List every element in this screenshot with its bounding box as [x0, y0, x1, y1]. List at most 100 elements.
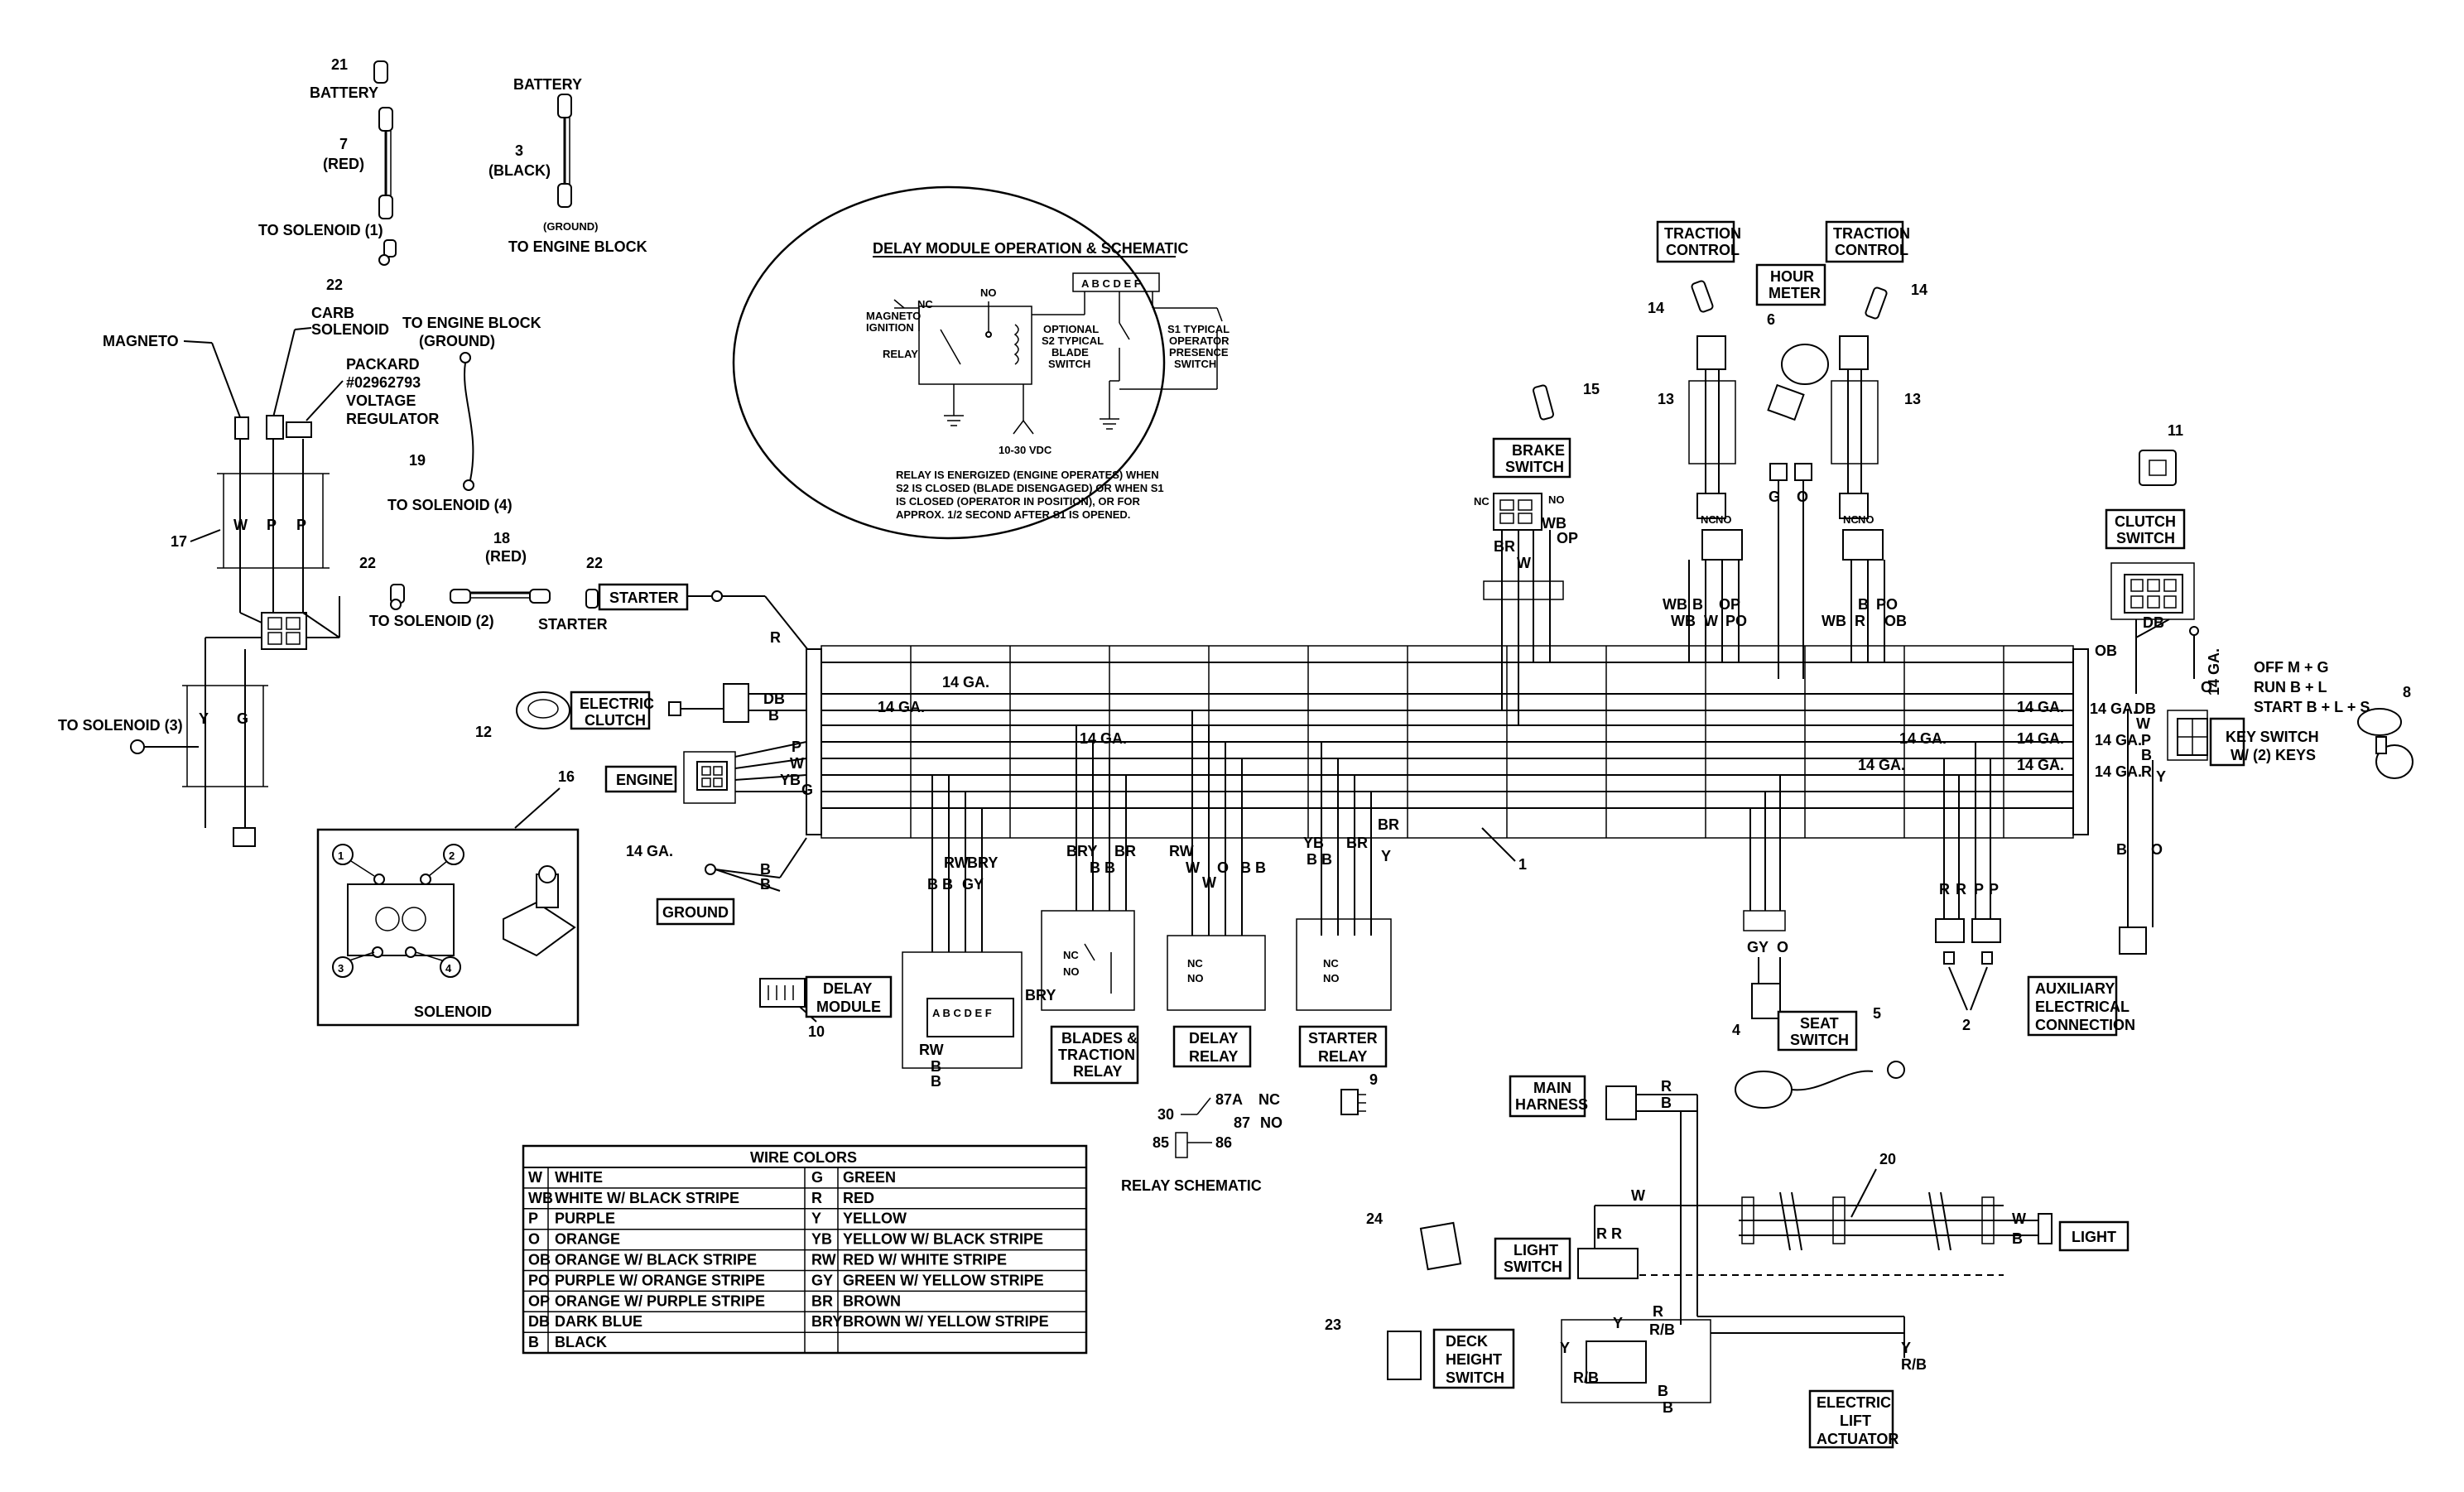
- terminal-number: 4: [445, 962, 452, 975]
- aux-label: CONNECTION: [2035, 1017, 2135, 1033]
- seat-switch-connector: [1751, 983, 1781, 1019]
- battery-cable-group: 21 BATTERY 7 (RED) TO SOLENOID (1) 22 BA…: [258, 56, 647, 293]
- wire-label: W: [1202, 874, 1216, 891]
- wire-label: B: [1661, 1095, 1672, 1111]
- brake-switch-box: [1492, 437, 1571, 479]
- gauge-label: 14 GA.: [626, 843, 673, 859]
- regulator-label: VOLTAGE: [346, 392, 416, 409]
- clutch-switch-label: CLUTCH: [2115, 513, 2176, 530]
- color-code: WB: [528, 1190, 553, 1206]
- gauge-label: 14 GA.: [942, 674, 989, 691]
- wire-label: DB: [2143, 614, 2164, 631]
- item-number: 22: [326, 277, 343, 293]
- aux-connector: [2119, 926, 2147, 955]
- wire-label: P: [1974, 881, 1984, 898]
- wire-label: R: [1855, 613, 1865, 629]
- main-harness-box: [1509, 1075, 1586, 1118]
- wire-label: R R: [1596, 1225, 1622, 1242]
- light-box: [2058, 1220, 2130, 1252]
- wire-label: B: [931, 1058, 941, 1075]
- light-label: LIGHT: [2072, 1229, 2116, 1245]
- wire-label: B: [1858, 596, 1869, 613]
- key-position-label: RUN B + L: [2254, 679, 2327, 695]
- light-switch-label: LIGHT: [1514, 1242, 1558, 1259]
- wire-label: Y: [1901, 1340, 1911, 1356]
- deck-switch-label: SWITCH: [1446, 1369, 1504, 1386]
- carb-label: CARB: [311, 305, 354, 321]
- seat-switch-label: SEAT: [1800, 1015, 1839, 1032]
- relay-label: TRACTION: [1058, 1047, 1135, 1063]
- wire-label: DB: [763, 691, 785, 707]
- wire-label: Y: [1560, 1340, 1570, 1356]
- wire-label: WB: [1671, 613, 1696, 629]
- regulator-label: REGULATOR: [346, 411, 439, 427]
- pin-number: 86: [1215, 1134, 1232, 1151]
- item-number: 20: [1879, 1151, 1896, 1167]
- key-switch-label: W/ (2) KEYS: [2231, 747, 2316, 763]
- pin-number: 30: [1157, 1106, 1174, 1123]
- hour-meter: [1781, 344, 1829, 385]
- electric-clutch: [516, 691, 570, 729]
- wire-label: GY: [962, 876, 984, 893]
- blades-relay-label-box: [1050, 1025, 1139, 1085]
- color-code: DB: [528, 1313, 550, 1330]
- wire-label: WB: [1542, 515, 1566, 532]
- relay-label: BLADES &: [1061, 1030, 1138, 1047]
- wire-label: Y: [1613, 1315, 1623, 1331]
- panel-title: DELAY MODULE OPERATION & SCHEMATIC: [873, 240, 1188, 257]
- gauge-label: 14 GA.: [2017, 730, 2064, 747]
- wire-label: B B: [1240, 859, 1266, 876]
- wire-label: B: [1692, 596, 1703, 613]
- key-switch-label: KEY SWITCH: [2226, 729, 2319, 745]
- relay-pin-label: NC: [1323, 957, 1339, 970]
- magneto-connector: [234, 416, 249, 440]
- delay-module-connector: [926, 998, 1014, 1037]
- color-code: RW: [811, 1252, 836, 1268]
- wire-label: G: [1769, 489, 1780, 505]
- wire-label: R: [2141, 763, 2152, 780]
- relay-label: RELAY: [1189, 1048, 1238, 1065]
- gauge-label: 14 GA.: [2017, 699, 2064, 715]
- wire-label: B B: [927, 876, 953, 893]
- wire-label: B: [760, 876, 771, 893]
- color-name: ORANGE W/ BLACK STRIPE: [555, 1252, 757, 1268]
- wire-label: W: [1186, 859, 1200, 876]
- delay-relay-label-box: [1172, 1025, 1252, 1068]
- switch-pin-label: NO: [1716, 513, 1732, 526]
- pin-label: NC: [1258, 1091, 1280, 1108]
- wire-label: B: [768, 707, 779, 724]
- relay-label: DELAY: [1189, 1030, 1238, 1047]
- color-name: YELLOW W/ BLACK STRIPE: [843, 1231, 1043, 1248]
- gauge-label: 14 GA.: [1858, 757, 1905, 773]
- cable-color-label: (RED): [323, 156, 364, 172]
- battery-label: BATTERY: [310, 84, 378, 101]
- color-code: BR: [811, 1292, 833, 1309]
- engine-connector-group: MAGNETO CARB SOLENOID PACKARD #02962793 …: [58, 305, 541, 847]
- color-code: R: [811, 1190, 822, 1206]
- relay-pin-label: NO: [1323, 972, 1340, 984]
- terminal-boot: [373, 60, 388, 84]
- item-number: 9: [1369, 1071, 1378, 1088]
- color-code: GY: [811, 1272, 833, 1288]
- wire-label: YB: [1303, 835, 1324, 851]
- seat-switch-label: SWITCH: [1790, 1032, 1849, 1048]
- relay-label: RELAY: [1318, 1048, 1367, 1065]
- starter-cable-group: 22 TO SOLENOID (2) 18 (RED) 22 STARTER S…: [359, 530, 819, 663]
- cable-end: [557, 94, 572, 118]
- color-name: GREEN: [843, 1169, 896, 1186]
- light-connector: [2038, 1213, 2053, 1244]
- item-number: 10: [808, 1023, 825, 1040]
- panel-note: APPROX. 1/2 SECOND AFTER S1 IS OPENED.: [896, 508, 1130, 521]
- color-name: BROWN W/ YELLOW STRIPE: [843, 1313, 1049, 1330]
- wire-label: YB: [780, 772, 801, 788]
- solenoid-body: [347, 883, 455, 956]
- item-number: 22: [586, 555, 603, 571]
- main-harness: 14 GA. 14 GA. 14 GA. 14 GA. 14 GA. 14 GA…: [806, 645, 2089, 873]
- wire-label: R: [1939, 881, 1950, 898]
- light-switch-icon: [1419, 1221, 1462, 1271]
- color-code: BRY: [811, 1313, 842, 1330]
- item-number: 12: [475, 724, 492, 740]
- wire-label: P: [792, 739, 801, 755]
- traction-label: TRACTION: [1664, 225, 1741, 242]
- gauge-label: 14 GA.: [1080, 730, 1127, 747]
